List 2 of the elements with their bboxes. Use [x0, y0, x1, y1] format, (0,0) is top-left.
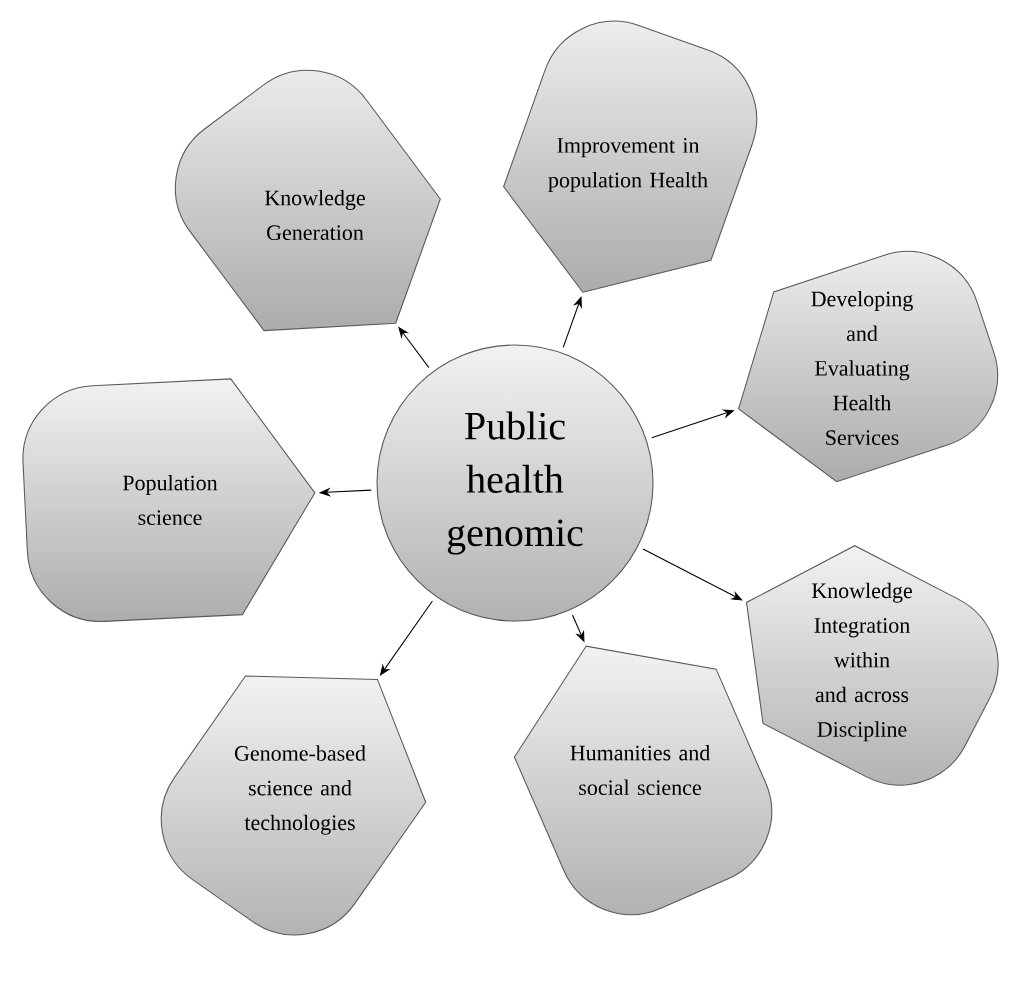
arrow	[642, 548, 743, 601]
arrow	[562, 296, 582, 348]
